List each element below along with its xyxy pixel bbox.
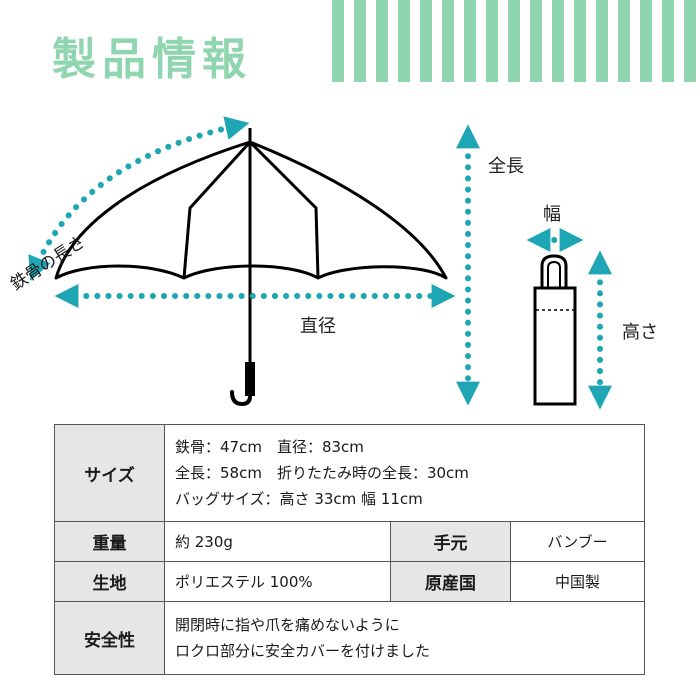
umbrella-diagram: 鉄骨の長さ 直径 全長 幅 高さ — [0, 100, 700, 420]
bag-body — [533, 286, 577, 406]
weight-value: 約 230g — [164, 521, 391, 562]
umbrella-handle-hook — [230, 390, 252, 407]
safety-values: 開閉時に指や爪を痛めないように ロクロ部分に安全カバーを付けました — [164, 601, 645, 675]
handle-value: バンブー — [510, 521, 645, 562]
table-row-weight: 重量 約 230g 手元 バンブー — [54, 521, 645, 562]
size-header: サイズ — [54, 424, 165, 522]
table-row-fabric: 生地 ポリエステル 100% 原産国 中国製 — [54, 561, 645, 602]
origin-header: 原産国 — [390, 561, 511, 602]
page-title: 製品情報 — [52, 34, 252, 85]
size-line: バッグサイズ：高さ 33cm 幅 11cm — [175, 490, 423, 508]
safety-line: ロクロ部分に安全カバーを付けました — [175, 642, 431, 660]
umbrella-rib-right — [248, 140, 320, 279]
umbrella-rib-left — [182, 140, 252, 279]
rib-length-arrow — [28, 116, 250, 281]
handle-header: 手元 — [390, 521, 511, 562]
decorative-stripes — [332, 0, 700, 82]
fabric-header: 生地 — [54, 561, 165, 602]
bag-strap-inner — [547, 260, 561, 288]
size-line: 鉄骨：47cm 直径：83cm — [175, 438, 364, 456]
table-row-size: サイズ 鉄骨：47cm 直径：83cm 全長：58cm 折りたたみ時の全長：30… — [54, 424, 645, 522]
safety-line: 開閉時に指や爪を痛めないように — [175, 616, 400, 634]
width-label: 幅 — [543, 204, 561, 225]
safety-header: 安全性 — [54, 601, 165, 675]
size-line: 全長：58cm 折りたたみ時の全長：30cm — [175, 464, 469, 482]
bag-strap — [540, 254, 568, 288]
table-row-safety: 安全性 開閉時に指や爪を痛めないように ロクロ部分に安全カバーを付けました — [54, 601, 645, 675]
umbrella-illustration — [28, 116, 612, 410]
height-label: 高さ — [622, 322, 658, 343]
total-length-label: 全長 — [488, 156, 524, 177]
specs-table: サイズ 鉄骨：47cm 直径：83cm 全長：58cm 折りたたみ時の全長：30… — [54, 424, 645, 675]
size-values: 鉄骨：47cm 直径：83cm 全長：58cm 折りたたみ時の全長：30cm バ… — [164, 424, 645, 522]
fabric-value: ポリエステル 100% — [164, 561, 391, 602]
weight-header: 重量 — [54, 521, 165, 562]
origin-value: 中国製 — [510, 561, 645, 602]
diameter-label: 直径 — [300, 316, 336, 337]
umbrella-handle-grip — [245, 362, 255, 396]
